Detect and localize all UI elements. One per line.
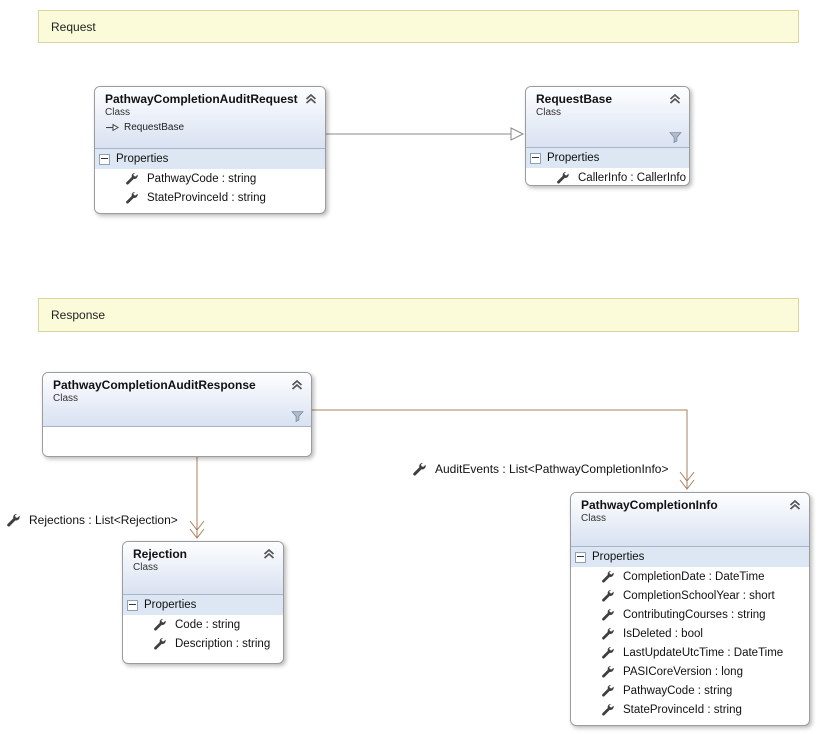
association-label-text: AuditEvents : List<PathwayCompletionInfo… (435, 462, 669, 476)
properties-section-header[interactable]: Properties (571, 546, 809, 567)
property-wrench-icon (602, 646, 614, 659)
member-label: ContributingCourses : string (623, 608, 766, 621)
class-title: PathwayCompletionInfo (581, 498, 718, 512)
property-wrench-icon (7, 513, 20, 527)
member-label: IsDeleted : bool (623, 627, 703, 640)
member-label: CompletionSchoolYear : short (623, 589, 775, 602)
collapse-chevron-icon[interactable] (788, 498, 802, 512)
property-wrench-icon (557, 171, 569, 184)
base-type-label: RequestBase (124, 122, 185, 133)
filter-funnel-icon[interactable] (669, 131, 682, 144)
property-wrench-icon (602, 589, 614, 602)
association-label-rejections[interactable]: Rejections : List<Rejection> (6, 513, 178, 527)
member-label: CompletionDate : DateTime (623, 570, 765, 583)
section-label: Properties (547, 152, 600, 164)
property-wrench-icon (126, 191, 138, 204)
member-label: LastUpdateUtcTime : DateTime (623, 646, 784, 659)
class-header: PathwayCompletionAuditRequest Class Requ… (95, 87, 325, 148)
properties-section-header[interactable]: Properties (123, 594, 283, 615)
comment-text: Request (51, 19, 96, 34)
class-member-row[interactable]: Description : string (123, 634, 283, 653)
inheritance-arrow-icon (105, 124, 119, 131)
member-label: StateProvinceId : string (147, 191, 266, 204)
class-member-row[interactable]: CallerInfo : CallerInfo (526, 168, 689, 185)
member-label: StateProvinceId : string (623, 703, 742, 716)
member-label: Description : string (175, 637, 271, 650)
property-wrench-icon (126, 172, 138, 185)
expander-minus-icon[interactable] (127, 599, 138, 611)
class-kind: Class (105, 107, 131, 118)
member-label: Code : string (175, 618, 241, 631)
class-kind: Class (53, 393, 79, 404)
property-wrench-icon (154, 637, 166, 650)
class-body-empty (43, 426, 311, 456)
inheritance-connector[interactable] (325, 127, 525, 141)
class-member-row[interactable]: ContributingCourses : string (571, 605, 809, 624)
filter-funnel-icon[interactable] (291, 410, 304, 423)
section-label: Properties (592, 551, 645, 563)
section-label: Properties (116, 153, 169, 165)
class-header: RequestBase Class (526, 87, 689, 147)
class-member-row[interactable]: Code : string (123, 615, 283, 634)
expander-minus-icon[interactable] (99, 153, 110, 165)
class-box-rejection[interactable]: Rejection Class Properties Code : string… (122, 541, 284, 664)
class-header: Rejection Class (123, 542, 283, 594)
class-member-row[interactable]: PASICoreVersion : long (571, 662, 809, 681)
association-connector-rejections[interactable] (189, 456, 205, 539)
property-wrench-icon (154, 618, 166, 631)
property-wrench-icon (602, 684, 614, 697)
class-member-row[interactable]: StateProvinceId : string (571, 700, 809, 719)
class-title: PathwayCompletionAuditResponse (53, 378, 256, 392)
class-member-row[interactable]: CompletionDate : DateTime (571, 567, 809, 586)
member-label: PathwayCode : string (623, 684, 733, 697)
property-wrench-icon (602, 665, 614, 678)
class-box-pathway-completion-audit-request[interactable]: PathwayCompletionAuditRequest Class Requ… (94, 86, 326, 214)
expander-minus-icon[interactable] (530, 152, 541, 164)
class-member-row[interactable]: LastUpdateUtcTime : DateTime (571, 643, 809, 662)
section-label: Properties (144, 599, 197, 611)
class-title: Rejection (133, 547, 188, 561)
collapse-chevron-icon[interactable] (262, 547, 276, 561)
collapse-chevron-icon[interactable] (290, 378, 304, 392)
class-member-row[interactable]: IsDeleted : bool (571, 624, 809, 643)
class-member-row[interactable]: PathwayCode : string (95, 169, 325, 188)
class-title: RequestBase (536, 92, 613, 106)
property-wrench-icon (602, 627, 614, 640)
class-box-pathway-completion-audit-response[interactable]: PathwayCompletionAuditResponse Class (42, 372, 312, 457)
comment-request[interactable]: Request (38, 10, 799, 43)
member-label: PathwayCode : string (147, 172, 257, 185)
class-member-row[interactable]: StateProvinceId : string (95, 188, 325, 207)
class-header: PathwayCompletionInfo Class (571, 493, 809, 546)
class-box-pathway-completion-info[interactable]: PathwayCompletionInfo Class Properties C… (570, 492, 810, 726)
class-kind: Class (133, 562, 159, 573)
class-header: PathwayCompletionAuditResponse Class (43, 373, 311, 426)
collapse-chevron-icon[interactable] (304, 92, 318, 106)
class-title: PathwayCompletionAuditRequest (105, 92, 298, 106)
member-label: PASICoreVersion : long (623, 665, 743, 678)
property-wrench-icon (602, 608, 614, 621)
class-member-row[interactable]: PathwayCode : string (571, 681, 809, 700)
class-kind: Class (536, 107, 562, 118)
comment-text: Response (51, 308, 106, 322)
association-label-text: Rejections : List<Rejection> (29, 513, 178, 527)
base-type-row[interactable]: RequestBase (105, 122, 315, 133)
class-kind: Class (581, 513, 607, 524)
member-label: CallerInfo : CallerInfo (578, 171, 687, 184)
collapse-chevron-icon[interactable] (668, 92, 682, 106)
association-label-auditevents[interactable]: AuditEvents : List<PathwayCompletionInfo… (412, 462, 668, 476)
properties-section-header[interactable]: Properties (95, 148, 325, 169)
property-wrench-icon (602, 570, 614, 583)
association-connector-auditevents[interactable] (311, 409, 695, 490)
expander-minus-icon[interactable] (575, 551, 586, 563)
class-member-row[interactable]: CompletionSchoolYear : short (571, 586, 809, 605)
class-box-request-base[interactable]: RequestBase Class Properties CallerInfo … (525, 86, 690, 186)
comment-response[interactable]: Response (38, 298, 799, 332)
properties-section-header[interactable]: Properties (526, 147, 689, 168)
property-wrench-icon (602, 703, 614, 716)
property-wrench-icon (413, 462, 426, 476)
